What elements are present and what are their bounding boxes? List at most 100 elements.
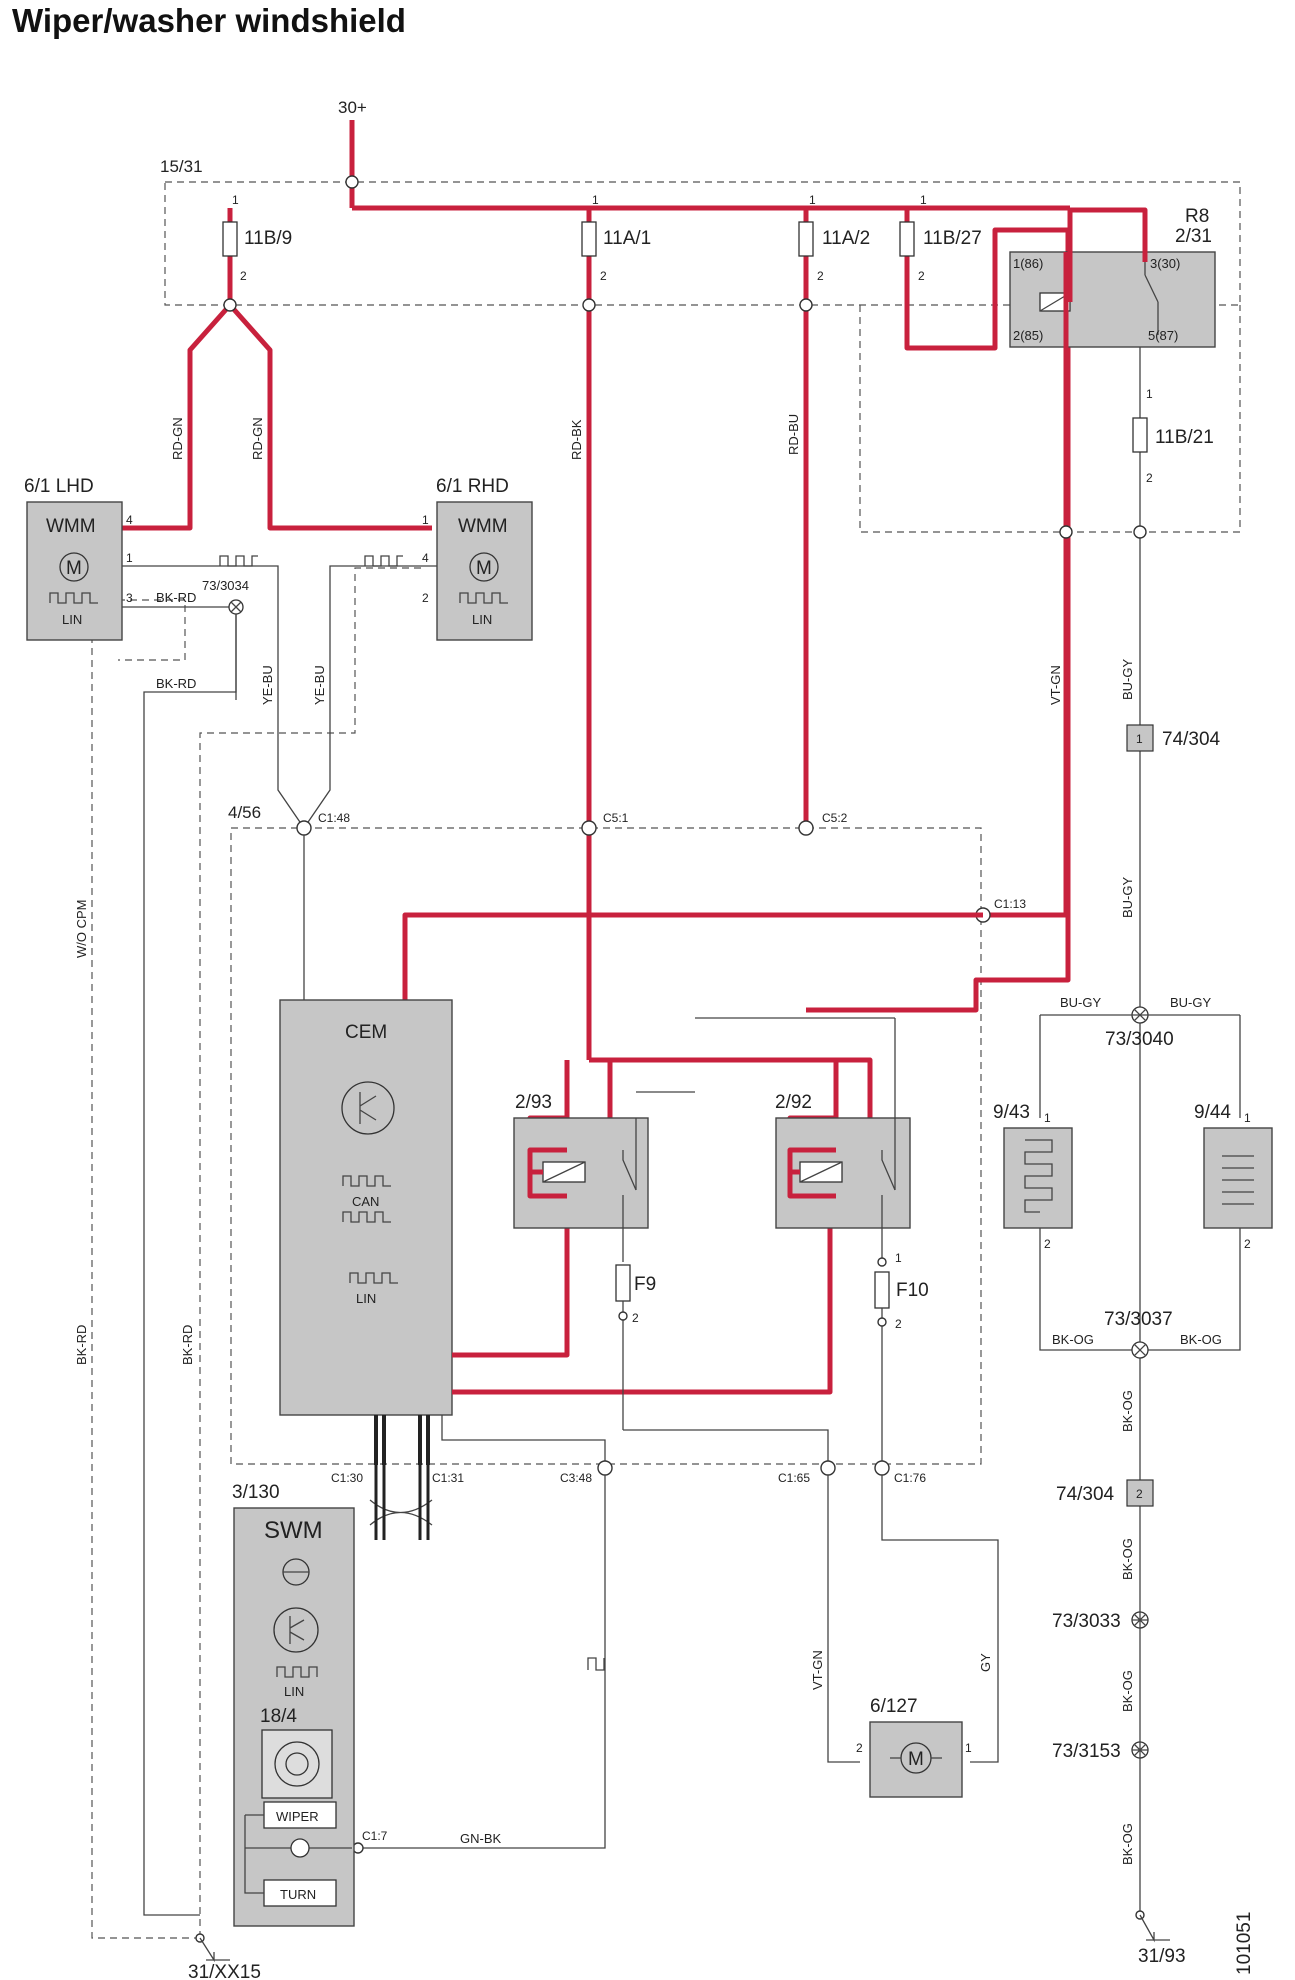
- svg-text:73/3153: 73/3153: [1052, 1741, 1121, 1762]
- doc-number: 101051: [1234, 1912, 1255, 1975]
- rd-gn-wires: [122, 303, 432, 531]
- svg-text:11B/27: 11B/27: [923, 228, 982, 249]
- svg-text:11B/9: 11B/9: [244, 228, 292, 249]
- svg-text:LIN: LIN: [284, 1684, 304, 1699]
- cem-module: CEM CAN LIN: [279, 999, 453, 1416]
- svg-text:WMM: WMM: [46, 516, 96, 537]
- fuse-f9: F9 2: [615, 1264, 829, 1468]
- svg-text:M: M: [476, 558, 492, 579]
- connector-c165: [820, 1460, 836, 1476]
- relay-r8: R8 2/31 1(86) 3(30) 2(85) 5(87): [1009, 206, 1216, 348]
- svg-text:C3:48: C3:48: [560, 1471, 592, 1485]
- can-twisted-pair: [374, 1415, 430, 1465]
- svg-text:BK-OG: BK-OG: [1120, 1390, 1135, 1432]
- wiper-motor-rhd: 6/1 RHD WMM M LIN 1 4 2: [422, 476, 533, 641]
- svg-text:2: 2: [422, 591, 429, 605]
- svg-text:73/3040: 73/3040: [1105, 1029, 1174, 1050]
- washer-motor: 6/127 M 2 1: [856, 1696, 972, 1798]
- splice-73-3040: 73/3040: [1039, 1006, 1241, 1118]
- supply-node: [345, 175, 359, 189]
- svg-text:C1:48: C1:48: [318, 811, 350, 825]
- ground-31-xx15: 31/XX15: [188, 1933, 261, 1980]
- svg-text:2: 2: [1044, 1237, 1051, 1251]
- svg-text:11A/2: 11A/2: [822, 228, 870, 249]
- svg-text:BK-RD: BK-RD: [156, 676, 196, 691]
- svg-text:73/3037: 73/3037: [1104, 1309, 1173, 1330]
- connector-c176: [874, 1460, 890, 1476]
- svg-text:31/XX15: 31/XX15: [188, 1962, 261, 1980]
- svg-text:BK-RD: BK-RD: [74, 1325, 89, 1365]
- svg-text:C1:31: C1:31: [432, 1471, 464, 1485]
- svg-text:M: M: [66, 558, 82, 579]
- svg-text:SWM: SWM: [264, 1517, 323, 1544]
- svg-text:BU-GY: BU-GY: [1120, 659, 1135, 701]
- svg-text:C5:1: C5:1: [603, 811, 629, 825]
- c113-wire: [402, 912, 983, 1000]
- svg-text:1: 1: [1146, 387, 1153, 401]
- svg-text:LIN: LIN: [356, 1291, 376, 1306]
- svg-text:1: 1: [1136, 732, 1143, 746]
- svg-text:CAN: CAN: [352, 1194, 379, 1209]
- svg-text:C1:76: C1:76: [894, 1471, 926, 1485]
- svg-text:3(30): 3(30): [1150, 256, 1180, 271]
- svg-text:3: 3: [126, 591, 133, 605]
- svg-text:W/O CPM: W/O CPM: [74, 900, 89, 959]
- svg-text:6/127: 6/127: [870, 1696, 918, 1717]
- fusebox-label: 15/31: [160, 157, 203, 176]
- cem-area-label: 4/56: [228, 803, 261, 822]
- svg-text:TURN: TURN: [280, 1887, 316, 1902]
- svg-text:CEM: CEM: [345, 1022, 387, 1043]
- area-borders: [91, 181, 1241, 1939]
- svg-text:VT-GN: VT-GN: [810, 1650, 825, 1690]
- svg-text:4: 4: [126, 513, 133, 527]
- splice-73-3037: 73/3037: [1104, 1309, 1173, 1359]
- lin-wires: [122, 555, 437, 1916]
- splice-3034: 73/3034: [202, 578, 249, 593]
- svg-text:YE-BU: YE-BU: [312, 665, 327, 705]
- svg-text:C1:13: C1:13: [994, 897, 1026, 911]
- svg-text:74/304: 74/304: [1162, 729, 1221, 750]
- connector-74-304-a: 1 74/304: [1126, 724, 1221, 752]
- svg-text:GN-BK: GN-BK: [460, 1831, 502, 1846]
- steering-wheel-module: 3/130 SWM LIN 18/4 WIPER TURN: [232, 1482, 355, 1927]
- svg-text:73/3033: 73/3033: [1052, 1611, 1121, 1632]
- svg-text:1: 1: [1044, 1111, 1051, 1125]
- svg-text:9/43: 9/43: [993, 1102, 1030, 1123]
- svg-text:WIPER: WIPER: [276, 1809, 319, 1824]
- splice-73-3153: 73/3153: [1052, 1741, 1149, 1762]
- svg-text:C1:7: C1:7: [362, 1829, 388, 1843]
- svg-text:RD-BK: RD-BK: [569, 419, 584, 460]
- connector-c348: [597, 1460, 613, 1476]
- fuse-11a1: 1 2 11A/1: [581, 193, 651, 1060]
- svg-text:LIN: LIN: [62, 612, 82, 627]
- svg-text:1: 1: [126, 551, 133, 565]
- svg-text:1: 1: [809, 193, 816, 207]
- svg-text:C1:65: C1:65: [778, 1471, 810, 1485]
- svg-text:2: 2: [1244, 1237, 1251, 1251]
- svg-text:2: 2: [1136, 1487, 1143, 1501]
- svg-text:C1:30: C1:30: [331, 1471, 363, 1485]
- rd-bk-relay-feed: [589, 1057, 873, 1122]
- svg-text:1: 1: [232, 193, 239, 207]
- svg-text:WMM: WMM: [458, 516, 508, 537]
- svg-text:2: 2: [240, 269, 247, 283]
- svg-text:C5:2: C5:2: [822, 811, 848, 825]
- svg-text:BK-OG: BK-OG: [1120, 1670, 1135, 1712]
- svg-text:RD-GN: RD-GN: [170, 417, 185, 460]
- svg-text:LIN: LIN: [472, 612, 492, 627]
- vt-gn-wire: [983, 252, 1069, 918]
- svg-text:1: 1: [965, 1741, 972, 1755]
- svg-text:1(86): 1(86): [1013, 256, 1043, 271]
- svg-text:1: 1: [422, 513, 429, 527]
- sensor-9-44: 9/44 1 2: [1194, 1102, 1273, 1251]
- ground-31-93: 31/93: [1135, 1910, 1186, 1967]
- svg-text:M: M: [908, 1749, 924, 1770]
- svg-text:18/4: 18/4: [260, 1706, 297, 1727]
- svg-text:BK-RD: BK-RD: [156, 590, 196, 605]
- svg-text:BK-OG: BK-OG: [1120, 1538, 1135, 1580]
- svg-text:YE-BU: YE-BU: [260, 665, 275, 705]
- svg-text:BU-GY: BU-GY: [1170, 995, 1212, 1010]
- svg-text:R8: R8: [1185, 206, 1209, 227]
- svg-text:4: 4: [422, 551, 429, 565]
- connector-c148: [296, 820, 312, 836]
